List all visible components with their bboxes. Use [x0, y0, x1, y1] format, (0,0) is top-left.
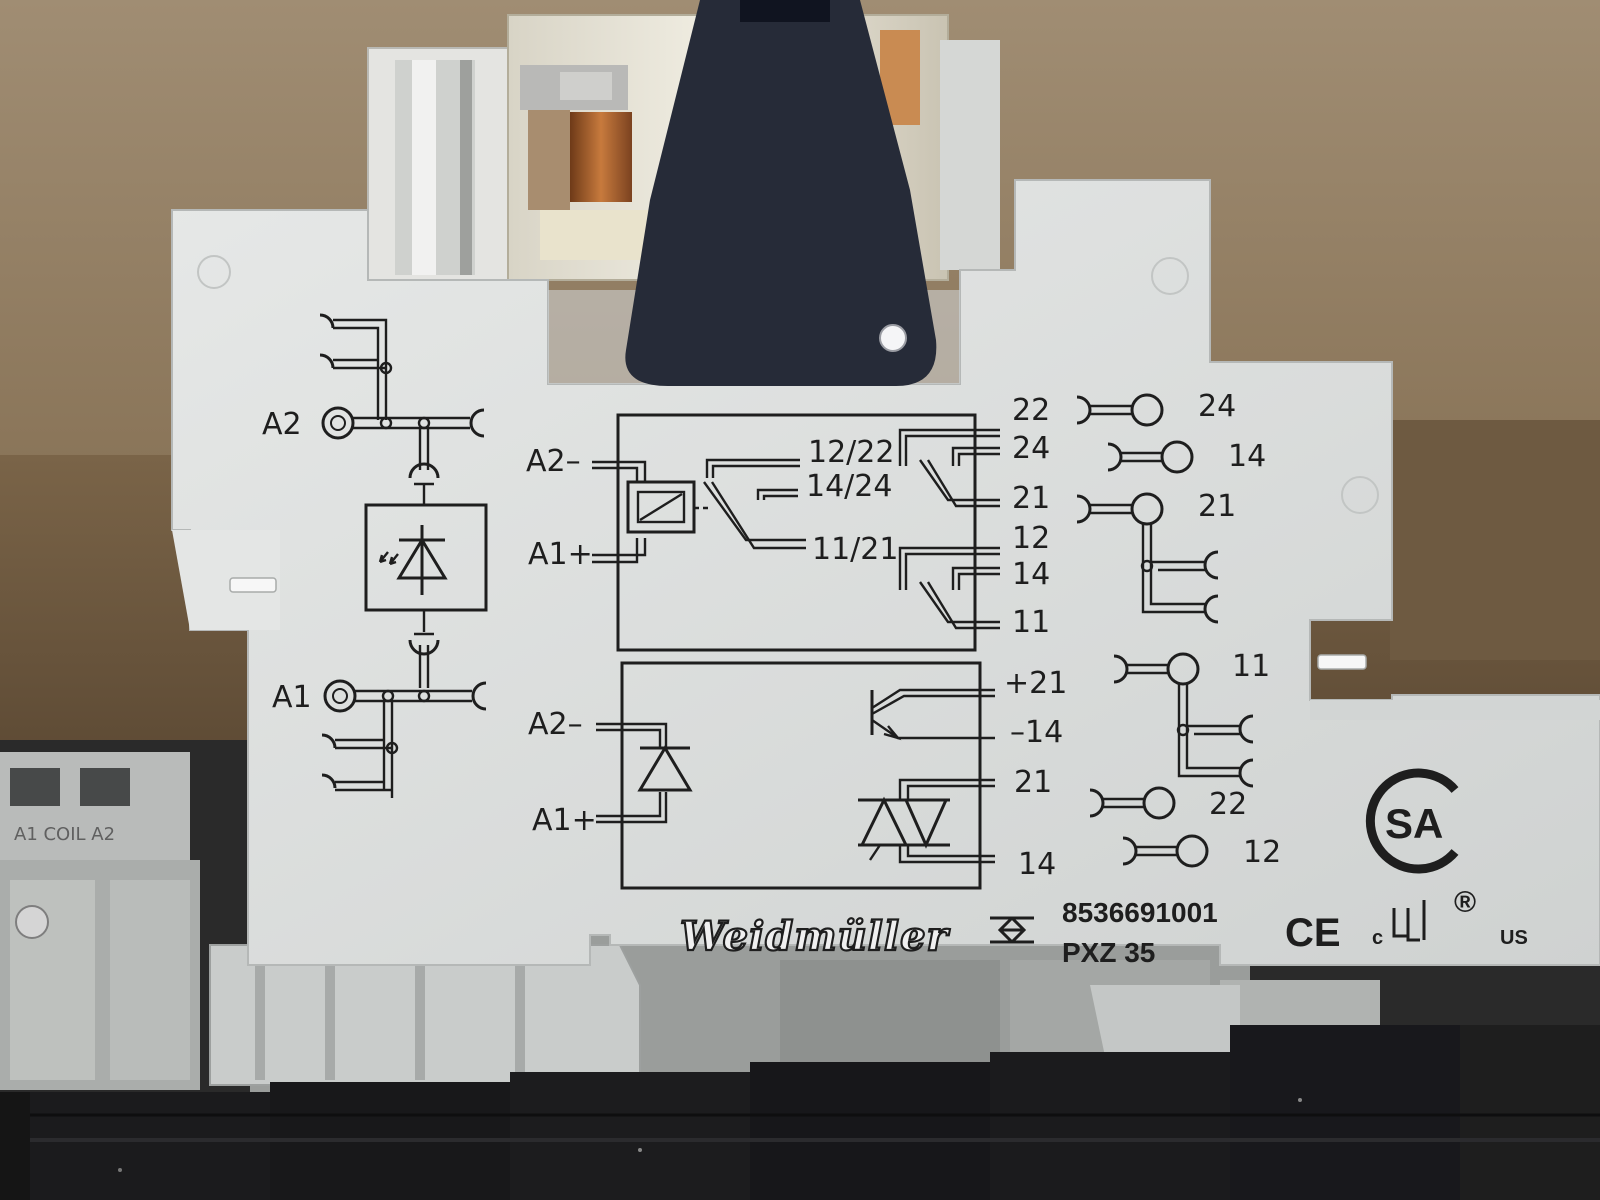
right-terminal-21: 21 — [1198, 489, 1236, 524]
background-relays-left: A1 COIL A2 — [0, 752, 200, 1090]
relay-contact-no-label: 14/24 — [806, 469, 892, 504]
left-terminal-label-a1: A1 — [272, 680, 312, 715]
right-terminal-diagram: 24 14 21 11 22 12 — [1076, 389, 1281, 870]
right-terminal-22: 22 — [1209, 787, 1247, 822]
relay-pin-11: 11 — [1012, 605, 1050, 640]
ssr-input-pos-label: A1+ — [532, 803, 597, 838]
left-terminal-label-a2: A2 — [262, 407, 302, 442]
right-terminal-11: 11 — [1232, 649, 1270, 684]
relay-coil-pos-label: A1+ — [528, 537, 593, 572]
model-number: PXZ 35 — [1062, 937, 1155, 968]
registered-mark: ® — [1454, 886, 1476, 919]
bottom-strip-label: A1 COIL A2 — [14, 824, 115, 845]
housing-ridge — [1310, 700, 1600, 720]
right-terminal-24: 24 — [1198, 389, 1236, 424]
relay-pin-24: 24 — [1012, 431, 1050, 466]
housing-clip — [229, 577, 277, 593]
ssr-schematic: A2– A1+ +21 –14 21 14 — [528, 661, 1067, 890]
housing-side-tab — [172, 530, 280, 630]
cardboard-right-shadow — [1390, 420, 1600, 660]
ul-recognized-icon — [1392, 900, 1426, 942]
ul-us-mark: US — [1500, 927, 1528, 949]
brand-logo-weidmuller: Weidmüller — [680, 913, 951, 960]
ul-c-mark: c — [1372, 927, 1383, 949]
housing-clip-right — [1317, 654, 1367, 670]
ssr-triac-b-label: 14 — [1018, 847, 1056, 882]
relay-pin-14: 14 — [1012, 557, 1050, 592]
housing-mount-circle — [1341, 476, 1379, 514]
csa-certification-mark: SA — [1365, 768, 1459, 874]
csa-mark-text: SA — [1385, 800, 1443, 847]
relay-schematic: A2– A1+ 12/22 14/24 11/21 22 24 — [526, 393, 1050, 652]
relay-contact-nc-label: 12/22 — [808, 435, 894, 470]
housing-mount-circle — [1151, 257, 1189, 295]
ssr-input-neg-label: A2– — [528, 707, 583, 742]
brand-symbol-icon — [990, 916, 1034, 944]
housing-mount-circle — [197, 255, 231, 289]
relay-contact-com-label: 11/21 — [812, 532, 898, 567]
relay-pin-22: 22 — [1012, 393, 1050, 428]
relay-coil-neg-label: A2– — [526, 444, 581, 479]
ssr-transistor-neg-label: –14 — [1010, 715, 1063, 750]
right-terminal-14: 14 — [1228, 439, 1266, 474]
ejector-lever — [625, 0, 937, 386]
ssr-transistor-pos-label: +21 — [1004, 666, 1067, 701]
ssr-triac-a-label: 21 — [1014, 765, 1052, 800]
right-terminal-12: 12 — [1243, 835, 1281, 870]
part-number: 8536691001 — [1062, 897, 1218, 928]
black-terminal-blocks — [0, 1025, 1600, 1200]
lever-dot — [879, 324, 907, 352]
left-terminal-diagram: A2 A1 — [262, 313, 488, 798]
relay-pin-21: 21 — [1012, 481, 1050, 516]
relay-pin-12: 12 — [1012, 521, 1050, 556]
ce-mark: CE — [1285, 911, 1341, 955]
